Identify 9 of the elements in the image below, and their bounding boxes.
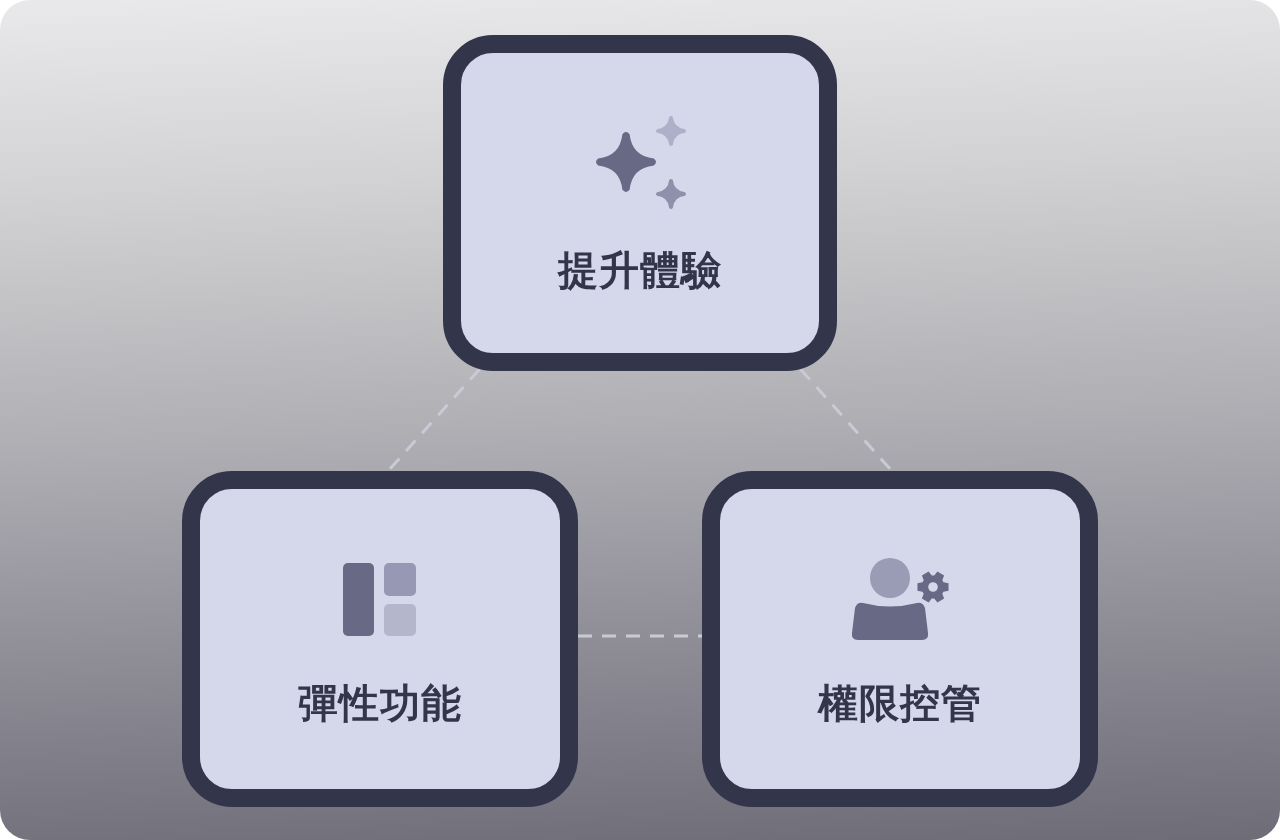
node-title: 提升體驗 bbox=[558, 246, 722, 294]
connector-line bbox=[386, 368, 481, 472]
rounded-box bbox=[182, 471, 578, 807]
node-title: 權限控管 bbox=[818, 679, 982, 727]
rounded-box bbox=[702, 471, 1098, 807]
connector-line bbox=[799, 368, 894, 472]
node-title: 彈性功能 bbox=[298, 679, 462, 727]
rounded-box bbox=[443, 35, 837, 371]
connector-line bbox=[578, 634, 702, 638]
